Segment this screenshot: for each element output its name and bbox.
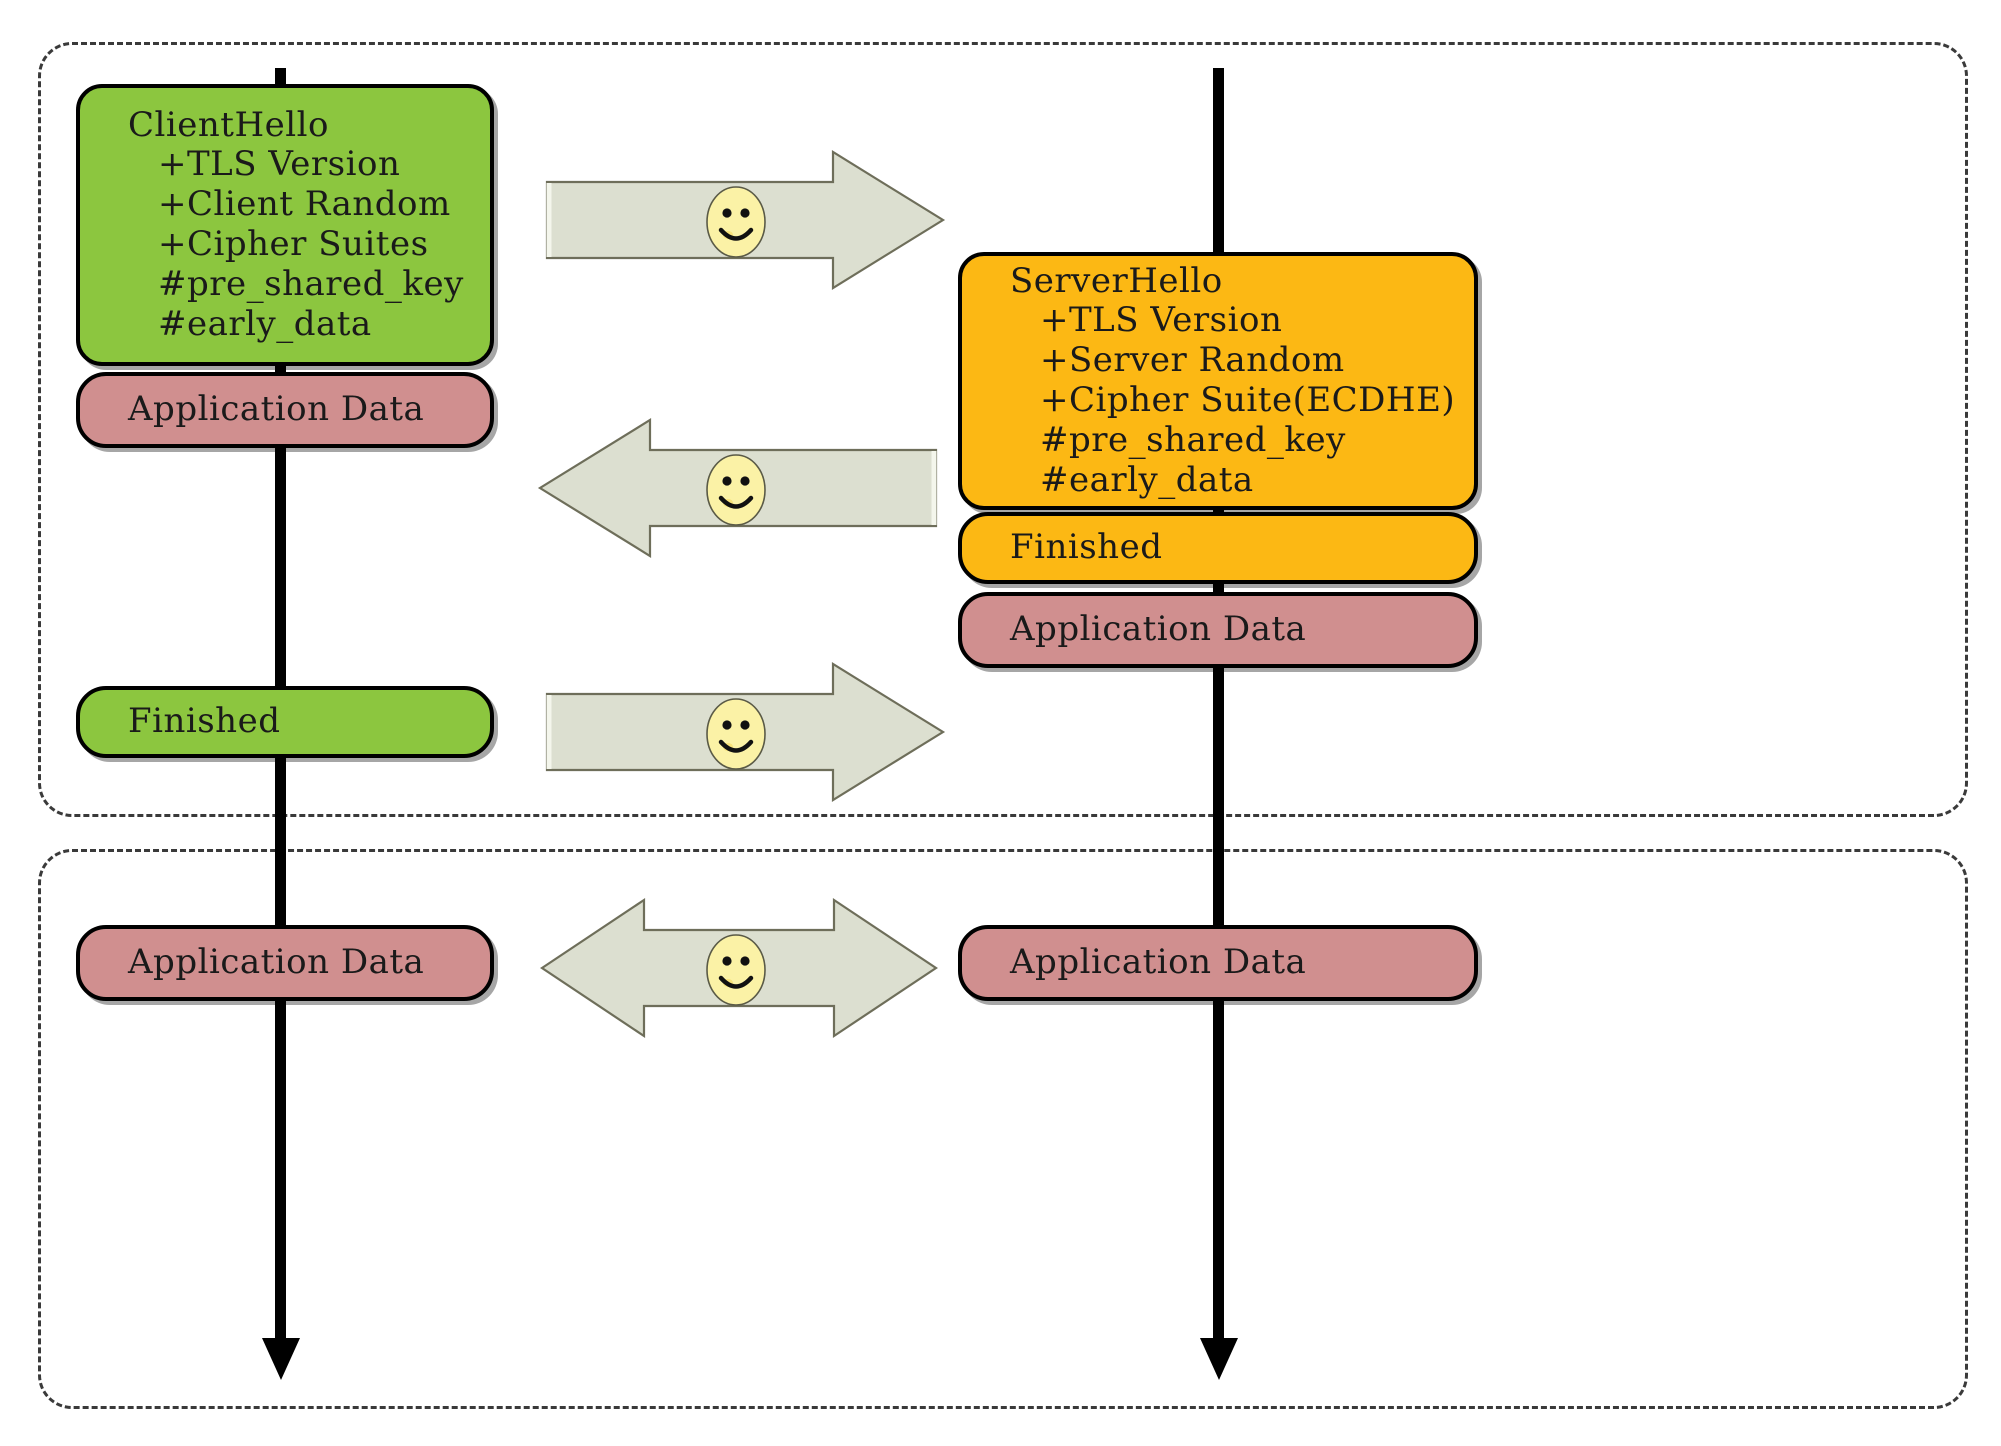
server-application-data-label-1: Application Data: [1010, 609, 1307, 650]
server-hello-box[interactable]: ServerHello +TLS Version +Server Random …: [958, 252, 1478, 510]
server-lifeline: [1213, 68, 1224, 1348]
client-hello-line-cipher-suites: +Cipher Suites: [158, 224, 429, 264]
server-lifeline-arrowhead-icon: [1200, 1338, 1238, 1380]
smiley-face-icon-4: [704, 933, 768, 1007]
client-lifeline-arrowhead-icon: [262, 1338, 300, 1380]
client-hello-line-tls-version: +TLS Version: [158, 144, 401, 185]
server-finished-box[interactable]: Finished: [958, 512, 1478, 584]
server-hello-line-early-data: #early_data: [1040, 459, 1254, 500]
client-application-data-label-2: Application Data: [128, 942, 425, 983]
application-data-phase-container: [38, 849, 1968, 1409]
smiley-face-icon-2: [704, 453, 768, 527]
client-application-data-label-1: Application Data: [128, 389, 425, 430]
client-finished-box[interactable]: Finished: [76, 686, 494, 758]
server-hello-title: ServerHello: [1010, 260, 1223, 301]
smiley-face-icon-3: [704, 697, 768, 771]
client-hello-box[interactable]: ClientHello +TLS Version +Client Random …: [76, 84, 494, 366]
server-application-data-box-1[interactable]: Application Data: [958, 592, 1478, 668]
client-application-data-box-2[interactable]: Application Data: [76, 925, 494, 1001]
client-application-data-box-1[interactable]: Application Data: [76, 372, 494, 448]
client-hello-line-early-data: #early_data: [158, 303, 372, 344]
client-hello-title: ClientHello: [128, 104, 329, 145]
server-hello-line-server-random: +Server Random: [1040, 340, 1345, 381]
handshake-phase-container: [38, 42, 1968, 817]
server-hello-line-pre-shared-key: #pre_shared_key: [1040, 419, 1346, 460]
server-application-data-label-2: Application Data: [1010, 942, 1307, 983]
client-finished-label: Finished: [128, 701, 281, 742]
server-hello-line-cipher-suite: +Cipher Suite(ECDHE): [1040, 380, 1456, 420]
smiley-face-icon-1: [704, 185, 768, 259]
server-finished-label: Finished: [1010, 527, 1163, 568]
client-hello-line-client-random: +Client Random: [158, 184, 451, 225]
client-hello-line-pre-shared-key: #pre_shared_key: [158, 263, 464, 304]
server-application-data-box-2[interactable]: Application Data: [958, 925, 1478, 1001]
server-hello-line-tls-version: +TLS Version: [1040, 300, 1283, 341]
